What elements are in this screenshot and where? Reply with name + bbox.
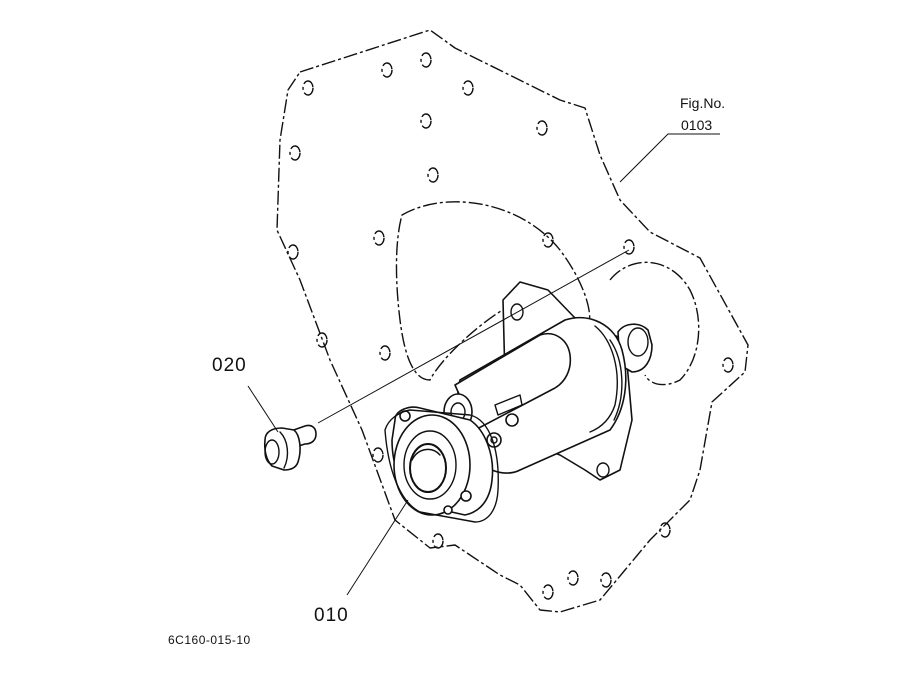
bolt-hole xyxy=(302,80,314,96)
bolt-hole xyxy=(567,570,579,586)
bolt-hole xyxy=(420,52,432,68)
bolt-hole xyxy=(542,232,554,248)
bolt-hole xyxy=(287,244,299,260)
bolt-alignment-line xyxy=(317,249,630,424)
bolt-hole xyxy=(420,113,432,129)
drawing-code: 6C160-015-10 xyxy=(168,633,251,647)
bolt-hole xyxy=(722,357,734,373)
bolt-hole xyxy=(372,447,384,463)
bolt-hole xyxy=(427,167,439,183)
bolt-hole xyxy=(379,345,391,361)
fig-no-value: 0103 xyxy=(681,117,713,133)
bolt-hole xyxy=(373,230,385,246)
fig-no-label: Fig.No. xyxy=(680,95,726,111)
bolt-hole xyxy=(600,572,612,588)
bolt-hole xyxy=(289,145,301,161)
bolt-hole xyxy=(542,584,554,600)
bolt-hole xyxy=(659,522,671,538)
bolt-hole xyxy=(536,120,548,136)
leader-020 xyxy=(247,385,279,433)
bolt-holes xyxy=(287,52,734,600)
mounting-bolt xyxy=(263,424,317,471)
starter-motor xyxy=(384,281,653,523)
housing-plate-outline xyxy=(276,29,749,613)
bolt-hole xyxy=(462,80,474,96)
bolt-hole xyxy=(432,533,444,549)
ring-gear-outline xyxy=(609,261,700,386)
bolt-hole xyxy=(316,332,328,348)
housing-bore-outline xyxy=(395,201,591,381)
part-number-020: 020 xyxy=(212,355,247,376)
leader-010 xyxy=(346,499,409,596)
bolt-hole xyxy=(623,239,635,255)
bolt-hole xyxy=(381,62,393,78)
part-number-010: 010 xyxy=(314,605,349,626)
leader-fig-no xyxy=(619,133,720,183)
